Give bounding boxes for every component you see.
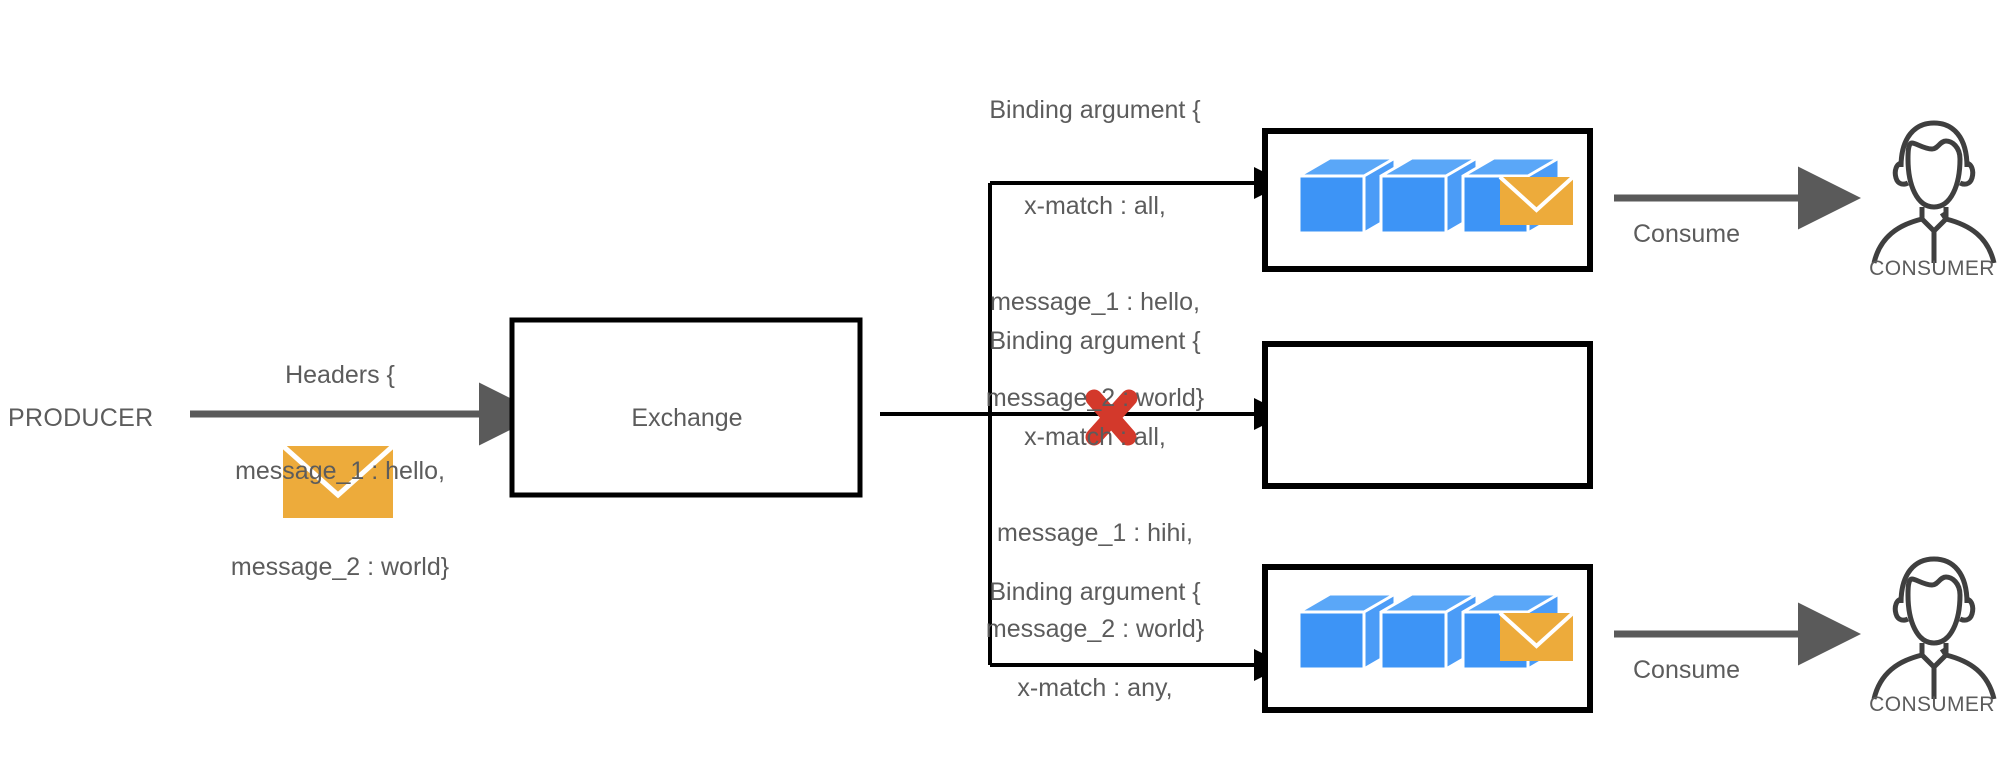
- consumer-caption-top: CONSUMER: [1869, 257, 1995, 280]
- binding-middle-line-3: message_1 : hihi,: [997, 519, 1193, 547]
- exchange-box: [509, 317, 863, 498]
- routing-trunk: [880, 183, 992, 665]
- queue-top-items: [1297, 156, 1575, 235]
- headers-line-2: message_1 : hello,: [235, 457, 445, 485]
- binding-bottom-line-1: Binding argument {: [989, 578, 1201, 606]
- binding-top-line-1: Binding argument {: [989, 96, 1201, 124]
- queue-bottom-items: [1297, 592, 1575, 671]
- binding-top-label: Binding argument { x-match : all, messag…: [965, 30, 1225, 478]
- binding-bottom-label: Binding argument { x-match : any, messag…: [965, 512, 1225, 760]
- consumer-caption-bottom: CONSUMER: [1869, 693, 1995, 716]
- person-icon: [1871, 556, 1997, 700]
- binding-bottom-line-2: x-match : any,: [1017, 674, 1173, 702]
- exchange-label: Exchange: [631, 404, 743, 432]
- binding-middle-line-1: Binding argument {: [989, 327, 1201, 355]
- headers-line-1: Headers {: [285, 361, 395, 389]
- binding-middle-line-4: message_2 : world}: [985, 615, 1205, 643]
- producer-label: PRODUCER: [8, 404, 154, 432]
- consume-label-bottom: Consume: [1633, 656, 1740, 684]
- binding-middle-label: Binding argument { x-match : all, messag…: [965, 261, 1225, 709]
- binding-middle-line-2: x-match : all,: [1024, 423, 1166, 451]
- consume-label-top: Consume: [1633, 220, 1740, 248]
- envelope-icon: [1498, 611, 1575, 661]
- binding-top-line-4: message_2 : world}: [985, 384, 1205, 412]
- queue-middle-box: [1262, 341, 1593, 489]
- red-x-icon: [1085, 389, 1138, 446]
- person-icon: [1871, 120, 1997, 264]
- binding-top-line-2: x-match : all,: [1024, 192, 1166, 220]
- binding-top-line-3: message_1 : hello,: [990, 288, 1200, 316]
- producer-headers-label: Headers { message_1 : hello, message_2 :…: [190, 295, 490, 647]
- envelope-icon: [281, 444, 395, 518]
- headers-line-3: message_2 : world}: [230, 553, 450, 581]
- envelope-icon: [1498, 175, 1575, 225]
